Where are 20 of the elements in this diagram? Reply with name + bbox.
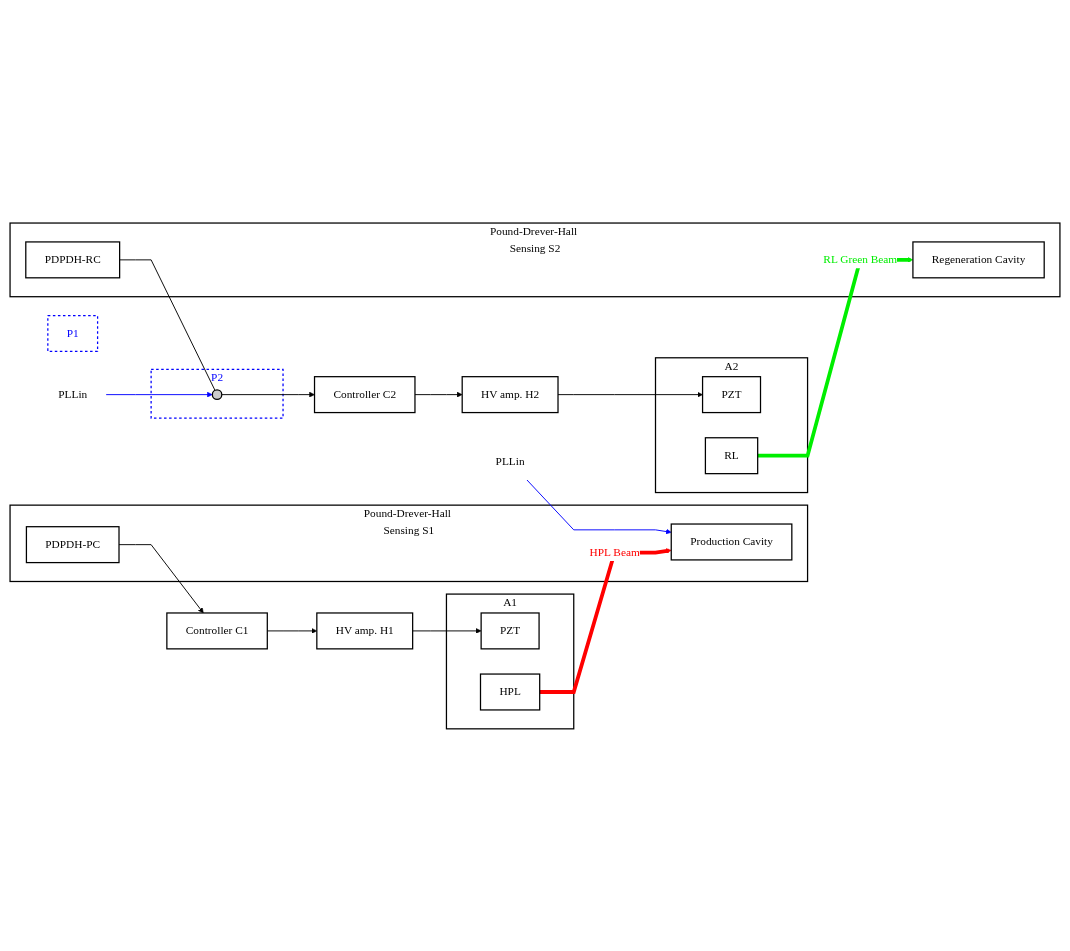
node-box: HV amp. H1	[316, 611, 414, 650]
edge-label: RL Green Beam	[823, 252, 898, 266]
connector	[119, 258, 216, 391]
node-box: RL	[704, 436, 759, 474]
edge-label: HPL Beam	[589, 545, 640, 559]
node-circle	[211, 388, 223, 400]
node-box: PDPDH-RC	[25, 240, 121, 278]
node-box: Controller C2	[313, 375, 416, 413]
cluster: P2	[150, 368, 284, 419]
node-text: PLLin	[58, 387, 88, 401]
node-box: Production Cavity	[670, 522, 793, 561]
node-box: PZT	[480, 611, 540, 650]
node-box: PZT	[701, 375, 762, 413]
node-box: Regeneration Cavity	[912, 240, 1045, 278]
node-box: Controller C1	[166, 611, 268, 650]
node-box: P1	[47, 314, 99, 352]
node-box: HV amp. H2	[461, 375, 559, 413]
node-text: PLLin	[495, 454, 525, 468]
node-box: HPL	[479, 673, 541, 711]
node-box: PDPDH-PC	[25, 525, 120, 563]
